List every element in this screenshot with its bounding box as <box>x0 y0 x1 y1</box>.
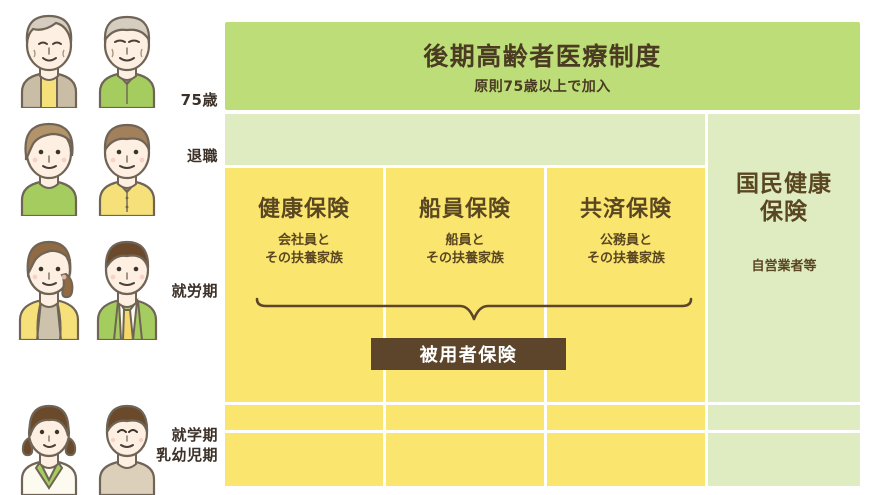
health-insurance-sub-line1: 会社員と <box>277 233 330 248</box>
stage-label-age-75: 75歳 <box>180 91 218 109</box>
people-illustration-column <box>0 0 160 495</box>
mutual-aid-insurance-school-row <box>547 405 705 430</box>
working-woman-icon <box>18 240 80 340</box>
middle-aged-man-icon <box>98 123 156 216</box>
health-insurance-cell: 健康保険 会社員と その扶養家族 <box>225 168 383 402</box>
stage-label-infancy: 乳幼児期 <box>155 446 218 464</box>
people-row-children <box>20 404 156 495</box>
seamen-insurance-title: 船員保険 <box>418 197 511 222</box>
health-insurance-sub: 会社員と その扶養家族 <box>225 232 383 267</box>
schoolboy-icon <box>98 404 156 495</box>
mutual-aid-insurance-sub-line1: 公務員と <box>599 233 652 248</box>
health-insurance-infancy-row <box>225 433 383 486</box>
health-insurance-title: 健康保険 <box>257 197 350 222</box>
working-man-icon <box>96 240 158 340</box>
national-health-school-row <box>708 405 860 430</box>
health-insurance-sub-line2: その扶養家族 <box>264 250 343 266</box>
people-row-elderly-couple <box>20 14 156 108</box>
mutual-aid-insurance-title: 共済保険 <box>579 197 672 222</box>
national-health-insurance-cell: 国民健康 保険 自営業者等 <box>708 114 860 402</box>
elderly-man-icon <box>98 15 156 108</box>
national-health-insurance-title-line1: 国民健康 <box>736 171 832 197</box>
mutual-aid-insurance-sub: 公務員と その扶養家族 <box>547 232 705 267</box>
green-band-retirement-stage <box>225 114 705 165</box>
stage-label-working: 就労期 <box>171 282 218 300</box>
seamen-insurance-infancy-row <box>386 433 544 486</box>
mutual-aid-insurance-cell: 共済保険 公務員と その扶養家族 <box>547 168 705 402</box>
health-insurance-school-row <box>225 405 383 430</box>
national-health-insurance-title-line2: 保険 <box>760 199 808 226</box>
employee-insurance-brace <box>255 297 693 321</box>
people-row-working-couple <box>18 240 158 340</box>
banner-title: 後期高齢者医療制度 <box>423 41 662 71</box>
mutual-aid-insurance-infancy-row <box>547 433 705 486</box>
seamen-insurance-school-row <box>386 405 544 430</box>
schoolgirl-icon <box>20 404 78 495</box>
stage-label-school: 就学期 <box>171 426 218 444</box>
national-health-infancy-row <box>708 433 860 486</box>
mutual-aid-insurance-sub-line2: その扶養家族 <box>586 250 665 266</box>
stage-label-retirement: 退職 <box>186 147 218 165</box>
employee-insurance-group-badge: 被用者保険 <box>371 338 566 370</box>
seamen-insurance-sub-line1: 船員と <box>445 233 485 248</box>
banner-subtitle: 原則75歳以上で加入 <box>474 78 611 95</box>
late-stage-elderly-medical-system-banner: 後期高齢者医療制度 原則75歳以上で加入 <box>225 22 860 110</box>
national-health-insurance-title: 国民健康 保険 <box>708 170 860 226</box>
people-row-retired-couple <box>20 122 156 216</box>
seamen-insurance-sub-line2: その扶養家族 <box>425 250 504 266</box>
middle-aged-woman-icon <box>20 122 78 216</box>
elderly-woman-icon <box>20 14 78 108</box>
national-health-insurance-sub: 自営業者等 <box>751 259 817 274</box>
seamen-insurance-sub: 船員と その扶養家族 <box>386 232 544 267</box>
insurance-grid: 国民健康 保険 自営業者等 健康保険 会社員と その扶養家族 船員保険 船員と … <box>225 114 860 486</box>
